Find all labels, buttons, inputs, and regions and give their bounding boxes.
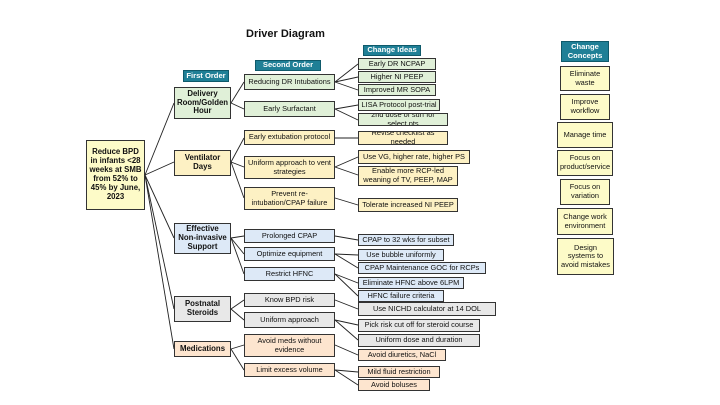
secondary-uniform-vent: Uniform approach to vent strategies (244, 156, 335, 179)
secondary-uniform-approach: Uniform approach (244, 312, 335, 328)
idea-lisa-protocol: LISA Protocol post-trial (358, 99, 440, 111)
header-first-order: First Order (183, 70, 229, 82)
driver-postnatal-steroids: Postnatal Steroids (174, 296, 231, 322)
concept-manage-time: Manage time (557, 122, 613, 148)
concept-focus-variation: Focus on variation (560, 179, 610, 205)
secondary-reducing-dr-intubations: Reducing DR Intubations (244, 74, 335, 90)
idea-uniform-dose: Uniform dose and duration (358, 334, 480, 347)
secondary-early-surfactant: Early Surfactant (244, 101, 335, 117)
driver-delivery-room: Delivery Room/Golden Hour (174, 87, 231, 119)
secondary-prevent-reintubation: Prevent re-intubation/CPAP failure (244, 187, 335, 210)
header-change-concepts: Change Concepts (561, 41, 609, 62)
concept-work-environment: Change work environment (557, 208, 613, 235)
concept-eliminate-waste: Eliminate waste (560, 66, 610, 91)
concept-focus-product: Focus on product/service (557, 150, 613, 176)
idea-cpap-maintenance: CPAP Maintenance GOC for RCPs (358, 262, 486, 274)
idea-hfnc-failure: HFNC failure criteria (358, 290, 444, 302)
concept-improve-workflow: Improve workflow (560, 94, 610, 120)
idea-tolerate-ni-peep: Tolerate increased NI PEEP (358, 198, 458, 212)
header-change-ideas: Change Ideas (363, 45, 421, 56)
concept-design-systems: Design systems to avoid mistakes (557, 238, 614, 275)
secondary-limit-volume: Limit excess volume (244, 363, 335, 377)
secondary-optimize-equipment: Optimize equipment (244, 247, 335, 261)
idea-eliminate-hfnc: Eliminate HFNC above 6LPM (358, 277, 464, 289)
driver-ventilator-days: Ventilator Days (174, 150, 231, 176)
idea-mild-fluid-restriction: Mild fluid restriction (358, 366, 440, 378)
secondary-restrict-hfnc: Restrict HFNC (244, 267, 335, 281)
idea-rcp-led-weaning: Enable more RCP-led weaning of TV, PEEP,… (358, 166, 458, 186)
idea-revise-checklist: Revise checklist as needed (358, 131, 448, 145)
driver-medications: Medications (174, 341, 231, 357)
idea-early-dr-ncpap: Early DR NCPAP (358, 58, 436, 70)
idea-risk-cutoff: Pick risk cut off for steroid course (358, 319, 480, 332)
idea-use-vg: Use VG, higher rate, higher PS (358, 150, 470, 164)
secondary-avoid-meds: Avoid meds without evidence (244, 334, 335, 357)
idea-nichd-calculator: Use NICHD calculator at 14 DOL (358, 302, 496, 316)
idea-avoid-boluses: Avoid boluses (358, 379, 430, 391)
page-title: Driver Diagram (246, 28, 325, 40)
header-second-order: Second Order (255, 60, 321, 71)
secondary-know-bpd-risk: Know BPD risk (244, 293, 335, 307)
aim-statement: Reduce BPD in infants <28 weeks at SMB f… (86, 140, 145, 210)
idea-second-dose-surf: 2nd dose of surf for select pts (358, 113, 448, 126)
secondary-prolonged-cpap: Prolonged CPAP (244, 229, 335, 243)
idea-improved-mr-sopa: Improved MR SOPA (358, 84, 436, 96)
idea-higher-ni-peep: Higher NI PEEP (358, 71, 436, 83)
idea-bubble-uniformly: Use bubble uniformly (358, 249, 444, 261)
secondary-early-extubation: Early extubation protocol (244, 130, 335, 145)
driver-non-invasive-support: Effective Non-invasive Support (174, 223, 231, 254)
idea-cpap-32-wks: CPAP to 32 wks for subset (358, 234, 454, 246)
idea-avoid-diuretics: Avoid diuretics, NaCl (358, 349, 446, 361)
